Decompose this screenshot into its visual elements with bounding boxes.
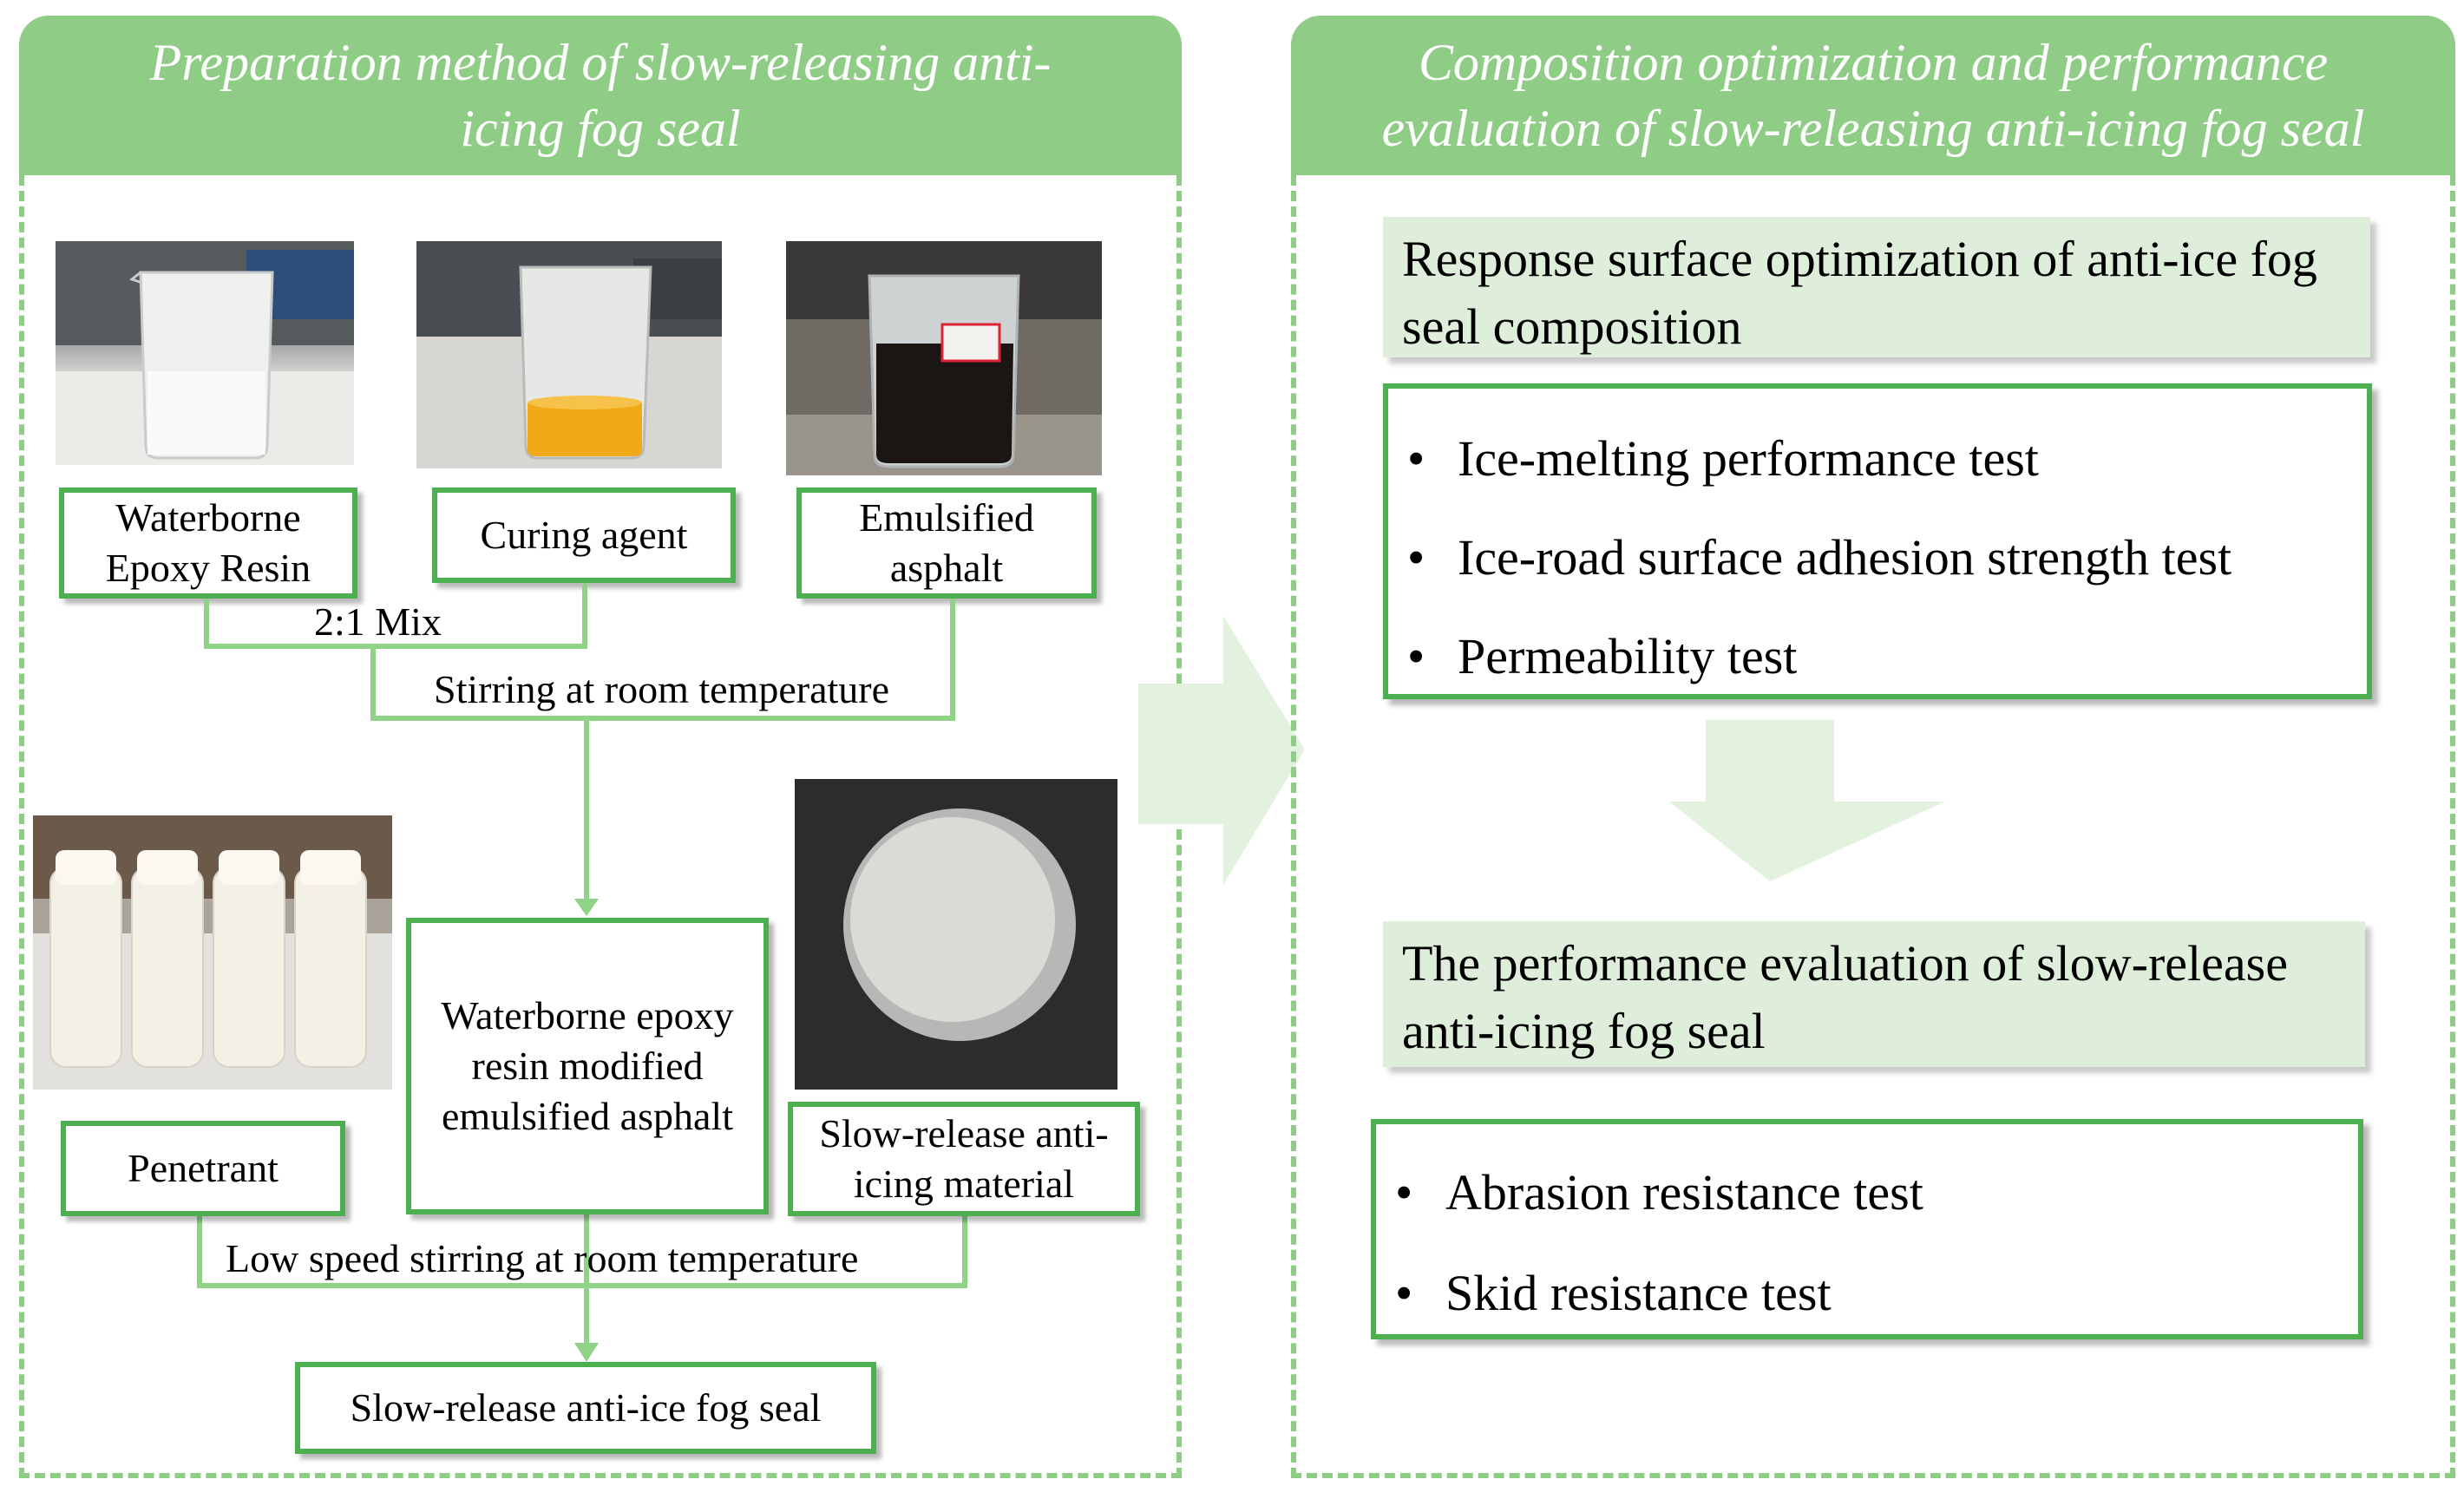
left-panel (19, 175, 1182, 1478)
penetrant-photo (33, 815, 392, 1090)
panel-transition-arrow (1138, 616, 1305, 885)
evaluation-test-item: Abrasion resistance test (1376, 1168, 2358, 1219)
evaluation-tests-list: Abrasion resistance test Skid resistance… (1376, 1168, 2358, 1319)
epoxy-resin-label: Waterborne Epoxy Resin (59, 488, 357, 599)
curing-agent-label: Curing agent (432, 488, 736, 583)
mix-bracket (204, 583, 587, 649)
low-speed-bracket (197, 1211, 967, 1288)
stirring-arrowhead (574, 899, 599, 916)
left-panel-title: Preparation method of slow-releasing ant… (149, 33, 1052, 157)
curing-agent-photo (416, 241, 722, 468)
low-speed-stirring-text: Low speed stirring at room temperature (226, 1236, 859, 1280)
left-panel-header: Preparation method of slow-releasing ant… (19, 16, 1182, 175)
evaluation-down-arrow (1669, 720, 1945, 881)
emulsified-asphalt-photo (786, 241, 1102, 475)
emulsified-asphalt-label: Emulsified asphalt (796, 488, 1097, 599)
emulsified-asphalt-text: Emulsified asphalt (859, 495, 1034, 590)
evaluation-heading-box: The performance evaluation of slow-relea… (1383, 921, 2365, 1067)
optimization-test-item: Ice-melting performance test (1388, 434, 2367, 485)
right-panel-title: Composition optimization and performance… (1381, 33, 2365, 157)
evaluation-tests-box: Abrasion resistance test Skid resistance… (1371, 1119, 2363, 1339)
anti-icing-material-text: Slow-release anti-icing material (819, 1111, 1109, 1206)
stirring-text: Stirring at room temperature (434, 667, 890, 711)
optimization-tests-list: Ice-melting performance test Ice-road su… (1388, 434, 2367, 683)
modified-asphalt-label: Waterborne epoxy resin modified emulsifi… (406, 918, 769, 1214)
anti-icing-material-label: Slow-release anti-icing material (788, 1102, 1140, 1216)
penetrant-label: Penetrant (61, 1121, 345, 1216)
optimization-test-item: Ice-road surface adhesion strength test (1388, 533, 2367, 584)
epoxy-resin-photo (56, 241, 354, 465)
final-product-text: Slow-release anti-ice fog seal (350, 1385, 822, 1430)
right-panel-header: Composition optimization and performance… (1291, 16, 2455, 175)
stirring-bracket (370, 599, 955, 721)
optimization-tests-box: Ice-melting performance test Ice-road su… (1383, 383, 2372, 699)
optimization-heading: Response surface optimization of anti-ic… (1402, 231, 2317, 356)
optimization-test-item: Permeability test (1388, 632, 2367, 683)
final-product-label: Slow-release anti-ice fog seal (295, 1362, 876, 1454)
final-arrowhead (574, 1343, 599, 1362)
evaluation-test-item: Skid resistance test (1376, 1268, 2358, 1319)
penetrant-text: Penetrant (128, 1146, 279, 1191)
evaluation-heading: The performance evaluation of slow-relea… (1402, 935, 2288, 1060)
right-panel (1291, 175, 2455, 1478)
optimization-heading-box: Response surface optimization of anti-ic… (1383, 217, 2370, 357)
curing-agent-text: Curing agent (480, 513, 688, 558)
epoxy-resin-text: Waterborne Epoxy Resin (105, 495, 311, 590)
mix-ratio-text: 2:1 Mix (314, 599, 442, 644)
modified-asphalt-text: Waterborne epoxy resin modified emulsifi… (441, 993, 734, 1138)
anti-icing-material-photo (795, 779, 1117, 1090)
